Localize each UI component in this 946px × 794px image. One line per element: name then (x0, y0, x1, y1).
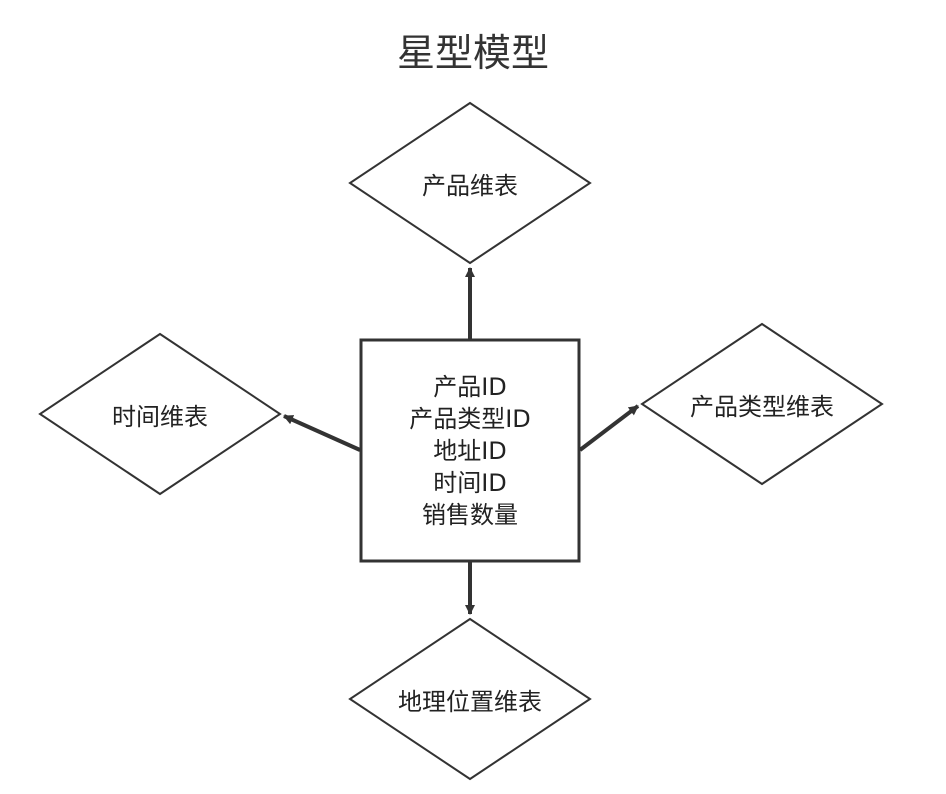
arrow-to-time-dimension (283, 414, 361, 452)
fact-field: 产品类型ID (409, 404, 531, 433)
fact-field: 销售数量 (422, 500, 518, 529)
diagram-title: 星型模型 (396, 31, 549, 75)
product-type-dimension-diamond (640, 322, 884, 486)
fact-field: 时间ID (433, 468, 507, 497)
fact-table-box (359, 338, 581, 563)
fact-field: 地址ID (433, 436, 507, 465)
product-dimension-label: 产品维表 (422, 171, 518, 200)
location-dimension-diamond (348, 617, 592, 781)
time-dimension-diamond (38, 332, 282, 496)
product-type-dimension-label: 产品类型维表 (690, 392, 834, 421)
location-dimension-label: 地理位置维表 (398, 687, 542, 716)
arrow-to-product-type-dimension (578, 404, 640, 452)
fact-field: 产品ID (433, 372, 507, 401)
product-dimension-diamond (348, 101, 592, 265)
fact-table-fields: 产品ID 产品类型ID 地址ID 时间ID 销售数量 (360, 340, 580, 561)
time-dimension-label: 时间维表 (112, 402, 208, 431)
